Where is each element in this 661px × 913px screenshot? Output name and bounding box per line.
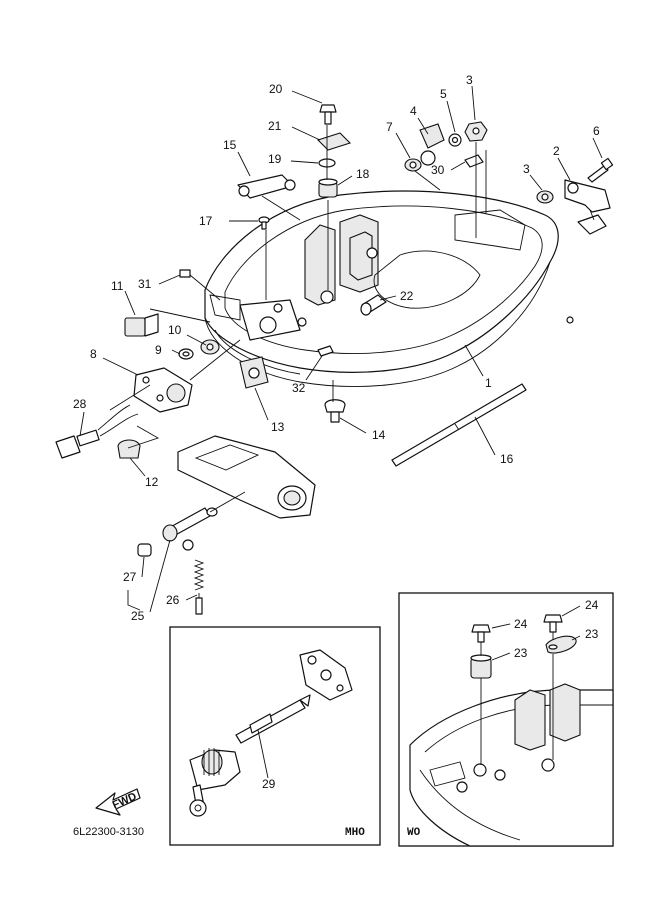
nut-7 xyxy=(404,158,422,172)
callout-numbers: 1 2 3 3 4 5 6 7 8 9 10 11 12 13 14 15 16… xyxy=(73,73,600,791)
washer-5 xyxy=(448,133,462,147)
callout-12: 12 xyxy=(145,475,159,489)
callout-32: 32 xyxy=(292,381,306,395)
callout-23-right: 23 xyxy=(585,627,599,641)
callout-3-top: 3 xyxy=(466,73,473,87)
washer-23b xyxy=(545,635,577,654)
choke-knob xyxy=(189,748,241,817)
handle-housing xyxy=(177,435,316,519)
callout-7: 7 xyxy=(386,120,393,134)
callout-3-right: 3 xyxy=(523,162,530,176)
callout-19: 19 xyxy=(268,152,282,166)
leader-lines xyxy=(79,85,603,613)
callout-2: 2 xyxy=(553,144,560,158)
bolt-24b xyxy=(543,614,563,633)
callout-23-left: 23 xyxy=(514,646,528,660)
bottom-cowling xyxy=(204,190,574,387)
callout-8: 8 xyxy=(90,347,97,361)
grommet-11 xyxy=(124,313,159,337)
bolt-6 xyxy=(587,157,614,183)
grommet-14 xyxy=(324,399,346,423)
clip-32 xyxy=(317,345,334,357)
callout-31: 31 xyxy=(138,277,152,291)
bolt-24a xyxy=(471,624,491,643)
nut-3-right xyxy=(536,190,554,204)
callout-25: 25 xyxy=(131,609,145,623)
callout-30: 30 xyxy=(431,163,445,177)
callout-22: 22 xyxy=(400,289,414,303)
callout-15: 15 xyxy=(223,138,237,152)
sensor-28 xyxy=(55,404,139,459)
callout-6: 6 xyxy=(593,124,600,138)
rod-16 xyxy=(391,383,527,467)
spring-26 xyxy=(193,559,205,615)
callout-13: 13 xyxy=(271,420,285,434)
plate-21 xyxy=(316,132,352,151)
callout-11: 11 xyxy=(111,279,124,293)
cap-13 xyxy=(239,356,269,389)
label-30 xyxy=(464,154,484,168)
callout-16: 16 xyxy=(500,452,514,466)
callout-28: 28 xyxy=(73,397,87,411)
plate-8 xyxy=(133,367,193,413)
fitting-22 xyxy=(360,294,387,316)
callout-10: 10 xyxy=(168,323,182,337)
fitting-10 xyxy=(200,339,220,355)
callout-17: 17 xyxy=(199,214,213,228)
plug-27 xyxy=(137,543,152,557)
callout-29: 29 xyxy=(262,777,276,791)
inset-wo-tag: WO xyxy=(407,827,421,839)
callout-1: 1 xyxy=(485,376,492,390)
cap-12 xyxy=(117,439,141,459)
inset-mho-tag: MHO xyxy=(345,827,365,839)
callout-5: 5 xyxy=(440,87,447,101)
bracket-15 xyxy=(237,174,296,199)
callout-9: 9 xyxy=(155,343,162,357)
clip-4 xyxy=(419,123,445,166)
bracket-2 xyxy=(564,179,611,235)
callout-26: 26 xyxy=(166,593,180,607)
inset-mho: MHO xyxy=(169,626,381,846)
callout-24-right: 24 xyxy=(585,598,599,612)
screw-17 xyxy=(258,216,270,230)
callout-18: 18 xyxy=(356,167,370,181)
nut-3-top xyxy=(464,121,488,142)
callout-24-left: 24 xyxy=(514,617,528,631)
washer-9 xyxy=(178,348,194,360)
label-31 xyxy=(179,269,191,278)
callout-21: 21 xyxy=(268,119,282,133)
spacer-23a xyxy=(470,654,492,679)
callout-14: 14 xyxy=(372,428,386,442)
grommet-18 xyxy=(318,178,338,198)
cable-pin xyxy=(162,507,218,551)
bolt-20 xyxy=(319,104,337,125)
callout-4: 4 xyxy=(410,104,417,118)
callout-27: 27 xyxy=(123,570,137,584)
inset-wo: WO xyxy=(398,592,614,847)
fwd-arrow-icon: FWD xyxy=(95,788,141,816)
callout-20: 20 xyxy=(269,82,283,96)
reference-code: 6L22300-3130 xyxy=(73,826,144,838)
